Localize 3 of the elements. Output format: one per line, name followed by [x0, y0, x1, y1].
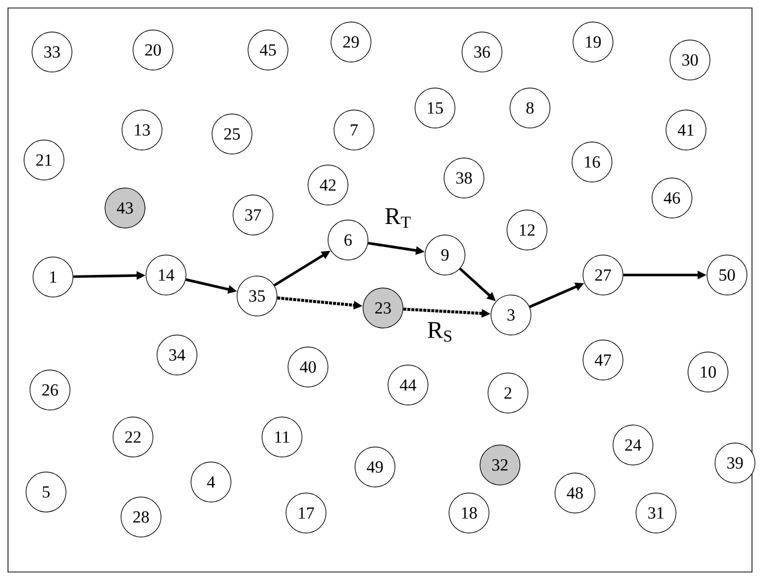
edge-label: R$_{T}$: [384, 207, 412, 229]
edge-label: R$_{S}$: [426, 321, 454, 343]
node-label: 39: [727, 457, 743, 469]
